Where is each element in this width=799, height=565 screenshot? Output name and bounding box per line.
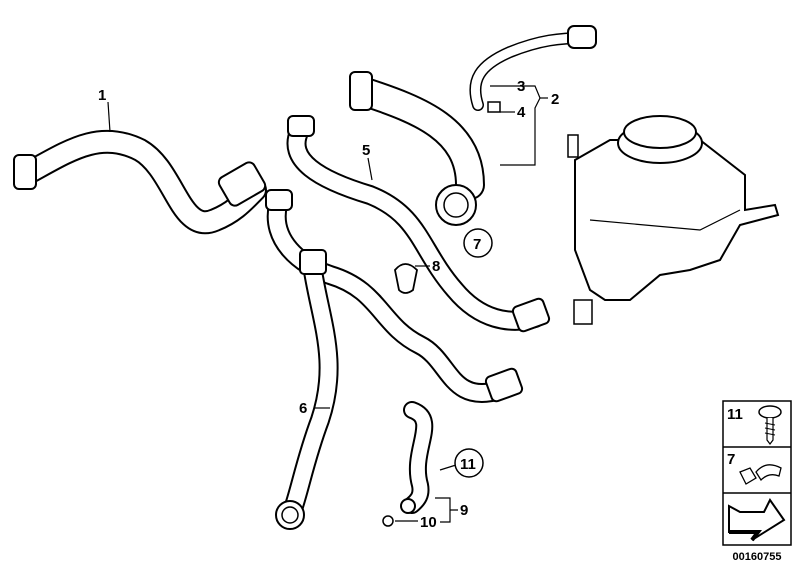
hose-part-6 [265, 189, 524, 530]
hose-part-3 [469, 25, 597, 113]
clip-icon [739, 464, 782, 485]
hose-part-5 [286, 115, 551, 333]
arrow-icon [728, 498, 786, 542]
diagram-id: 00160755 [733, 551, 782, 563]
callout-7-circle [463, 228, 493, 258]
callout-9: 9 [460, 502, 468, 519]
hose-part-1 [13, 129, 267, 235]
clip-part-8 [394, 263, 418, 294]
legend-item-7: 7 [727, 451, 735, 468]
callout-10: 10 [420, 514, 437, 531]
callout-6: 6 [299, 400, 307, 417]
callout-5: 5 [362, 142, 370, 159]
callout-11: 11 [460, 456, 476, 473]
leader-lines [107, 85, 548, 523]
hose-part-9 [382, 401, 434, 527]
callout-11-circle [454, 448, 484, 478]
callout-4: 4 [517, 104, 526, 121]
hose-part-2 [349, 71, 485, 226]
legend-box: 11 7 [722, 400, 792, 546]
callout-8: 8 [432, 258, 440, 275]
legend-item-11: 11 [727, 406, 743, 423]
callout-2: 2 [551, 91, 559, 108]
callout-7: 7 [473, 236, 481, 253]
callout-1: 1 [98, 87, 106, 104]
callout-3: 3 [517, 78, 525, 95]
expansion-tank [567, 115, 780, 325]
screw-icon [758, 405, 782, 445]
